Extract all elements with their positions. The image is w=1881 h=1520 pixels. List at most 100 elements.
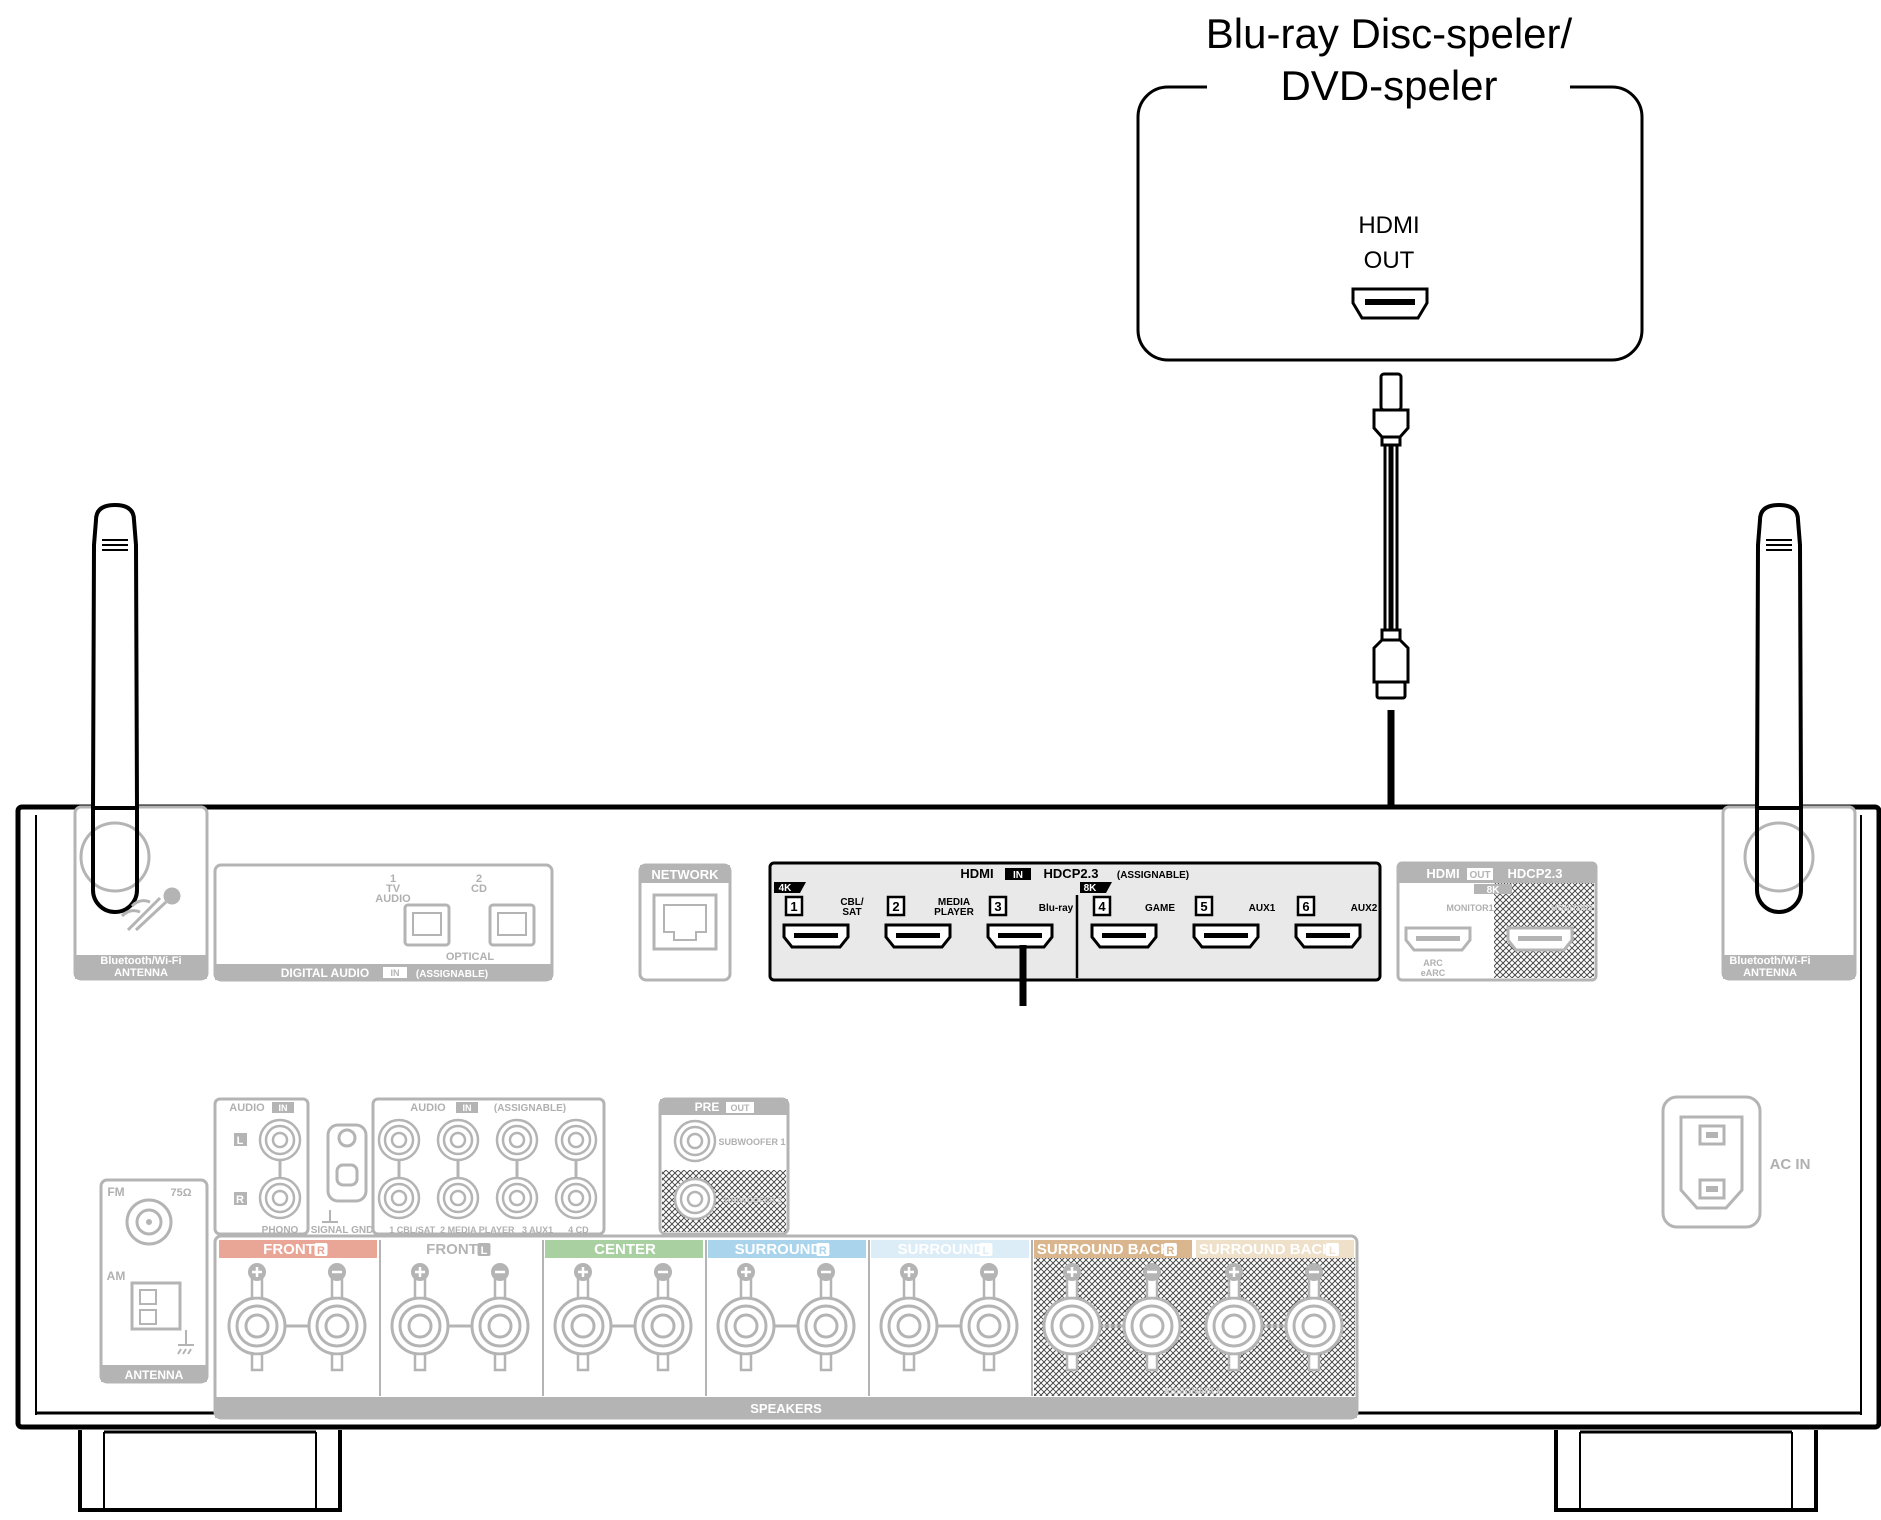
hdmi-connector[interactable] — [884, 923, 952, 949]
speaker-terminal-minus[interactable] — [959, 1263, 1019, 1372]
digital-audio-in-badge: IN — [391, 968, 400, 978]
wifi-bluetooth-icon — [120, 887, 181, 932]
speaker-terminal-plus[interactable] — [1204, 1263, 1264, 1372]
optical-1-name: TV — [386, 883, 401, 895]
subwoofer-2-jack[interactable] — [673, 1177, 717, 1221]
speaker-terminal-plus[interactable] — [553, 1263, 613, 1372]
network-port[interactable]: NETWORK — [638, 863, 732, 982]
phono-l-jack[interactable] — [258, 1118, 302, 1162]
optical-2-name: CD — [471, 883, 487, 895]
hdmi-connector[interactable] — [1294, 923, 1362, 949]
rca-jack-r[interactable] — [554, 1176, 598, 1220]
hdmi-out-monitor2-port[interactable] — [1506, 926, 1574, 952]
audio-in-jack-pair-1[interactable] — [377, 1118, 421, 1220]
pre-out-badge: OUT — [731, 1103, 751, 1113]
hdmi-connector[interactable] — [1192, 923, 1260, 949]
optical-2-num: 2 — [476, 873, 482, 885]
speaker-terminal-minus[interactable] — [633, 1263, 693, 1372]
optical-1-name-b: AUDIO — [375, 893, 411, 905]
fm-label: FM — [107, 1185, 124, 1199]
hdmi-out-8k: 8K — [1487, 885, 1501, 896]
hdmi-connector[interactable] — [782, 923, 850, 949]
hdmi-in-port-name: GAME — [1145, 903, 1175, 914]
phono-r-label: R — [236, 1194, 244, 1206]
digital-audio-panel: 1 TV AUDIO 2 CD OPTICAL DIGITAL AUDIO IN… — [213, 863, 554, 982]
hdmi-out-title: HDMI — [1426, 866, 1459, 881]
hdmi-in-port-number: 2 — [892, 899, 899, 914]
speaker-terminal-minus[interactable] — [1122, 1263, 1182, 1372]
hdmi-in-port-number-box — [1092, 895, 1112, 917]
speaker-terminal-minus[interactable] — [307, 1263, 367, 1372]
badge-8k: 8K — [1084, 883, 1098, 894]
ac-in-socket[interactable] — [1661, 1095, 1762, 1229]
audio-in-assignable-label: (ASSIGNABLE) — [494, 1103, 566, 1114]
hdmi-in-port-name: AUX2 — [1351, 903, 1378, 914]
hdmi-in-port-number-box — [1296, 895, 1316, 917]
audio-in-jack-pair-3[interactable] — [495, 1118, 539, 1220]
speaker-group-header — [545, 1240, 703, 1258]
speaker-terminal-plus[interactable] — [227, 1263, 287, 1372]
rca-jack-l[interactable] — [554, 1118, 598, 1162]
rca-jack-r[interactable] — [377, 1176, 421, 1220]
hdmi-in-port-number: 1 — [790, 899, 797, 914]
speaker-terminal-plus[interactable] — [879, 1263, 939, 1372]
speaker-group-label: FRONT — [263, 1241, 315, 1258]
speakers-title: SPEAKERS — [750, 1401, 822, 1416]
hdmi-in-port-name: CBL/ — [840, 897, 864, 908]
speaker-terminal-minus[interactable] — [470, 1263, 530, 1372]
audio-in-jack-pair-4[interactable] — [554, 1118, 598, 1220]
hdmi-in-port-1[interactable]: 1 CBL/SAT — [782, 895, 864, 949]
speaker-terminal-minus[interactable] — [1284, 1263, 1344, 1372]
antenna-left: Bluetooth/Wi-Fi ANTENNA — [73, 502, 209, 981]
speaker-terminal-plus[interactable] — [716, 1263, 776, 1372]
rca-jack-r[interactable] — [436, 1176, 480, 1220]
rca-jack-r[interactable] — [495, 1176, 539, 1220]
am-connector[interactable] — [130, 1281, 194, 1355]
rca-jack-l[interactable] — [377, 1118, 421, 1162]
antenna-right: Bluetooth/Wi-Fi ANTENNA — [1721, 502, 1857, 981]
speaker-terminal-minus[interactable] — [796, 1263, 856, 1372]
subwoofer-1-jack[interactable] — [673, 1119, 717, 1163]
hdmi-out-panel: HDMI OUT HDCP2.3 8K MONITOR1 MONITOR2 AR… — [1396, 861, 1598, 982]
optical-port-2[interactable] — [488, 903, 536, 947]
speaker-side-badge — [314, 1243, 328, 1256]
hdmi-out-monitor1-port[interactable] — [1404, 926, 1472, 952]
audio-in-title-2: AUDIO — [410, 1102, 446, 1114]
hdmi-in-port-name: AUX1 — [1249, 903, 1276, 914]
am-label: AM — [107, 1269, 126, 1283]
phono-r-jack[interactable] — [258, 1176, 302, 1220]
badge-4k: 4K — [779, 883, 793, 894]
hdmi-in-port-name: SAT — [842, 907, 861, 918]
hdmi-connector[interactable] — [986, 923, 1054, 949]
hdmi-in-assignable: (ASSIGNABLE) — [1117, 870, 1189, 881]
speaker-terminal-plus[interactable] — [390, 1263, 450, 1372]
fm-ohm-label: 75Ω — [170, 1187, 191, 1199]
optical-port-1[interactable] — [403, 903, 451, 947]
fm-connector[interactable] — [125, 1198, 173, 1246]
speaker-group-header — [382, 1240, 540, 1258]
rca-jack-l[interactable] — [436, 1118, 480, 1162]
signal-gnd-terminal[interactable] — [322, 1123, 368, 1223]
pre-out-panel: PRE OUT SUBWOOFER 1 SUBWOOFER 2 — [658, 1097, 790, 1236]
speaker-group-label: SURROUND BACK — [1037, 1241, 1171, 1258]
speaker-terminal-plus[interactable] — [1042, 1263, 1102, 1372]
audio-in-badge-2: IN — [463, 1103, 472, 1113]
audio-in-jack-pair-2[interactable] — [436, 1118, 480, 1220]
hdmi-connector[interactable] — [1090, 923, 1158, 949]
rca-jack-l[interactable] — [495, 1118, 539, 1162]
speaker-side-badge — [1163, 1243, 1177, 1256]
subwoofer-1-label: SUBWOOFER 1 — [718, 1137, 785, 1147]
device-hdmi-out-port[interactable] — [1351, 287, 1429, 320]
